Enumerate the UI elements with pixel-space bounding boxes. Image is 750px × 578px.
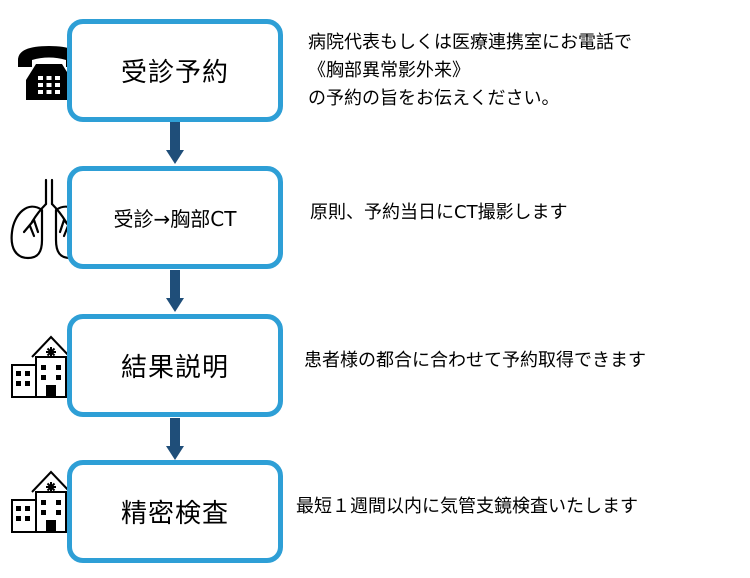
- down-arrow-icon: [166, 270, 184, 312]
- description-line: 最短１週間以内に気管支鏡検査いたします: [296, 496, 638, 517]
- step-box-reservation: 受診予約: [67, 19, 283, 122]
- step-description-detailed-exam: 最短１週間以内に気管支鏡検査いたします: [296, 493, 638, 521]
- description-line: 《胸部異常影外来》: [308, 60, 470, 81]
- description-line: 患者様の都合に合わせて予約取得できます: [304, 350, 646, 371]
- description-line: 原則、予約当日にCT撮影します: [310, 202, 568, 223]
- step-description-reservation: 病院代表もしくは医療連携室にお電話で 《胸部異常影外来》 の予約の旨をお伝えくだ…: [308, 29, 632, 113]
- telephone-icon: [14, 40, 84, 104]
- step-label-ct: 受診→胸部CT: [113, 207, 237, 231]
- step-description-result: 患者様の都合に合わせて予約取得できます: [304, 347, 646, 375]
- down-arrow-icon: [166, 122, 184, 164]
- description-line: 病院代表もしくは医療連携室にお電話で: [308, 32, 632, 53]
- down-arrow-icon: [166, 418, 184, 460]
- step-label-result: 結果説明: [120, 353, 229, 383]
- step-box-result: 結果説明: [67, 314, 283, 417]
- step-box-ct: 受診→胸部CT: [67, 166, 283, 269]
- step-label-detailed-exam: 精密検査: [120, 499, 229, 529]
- step-box-detailed-exam: 精密検査: [67, 460, 283, 563]
- step-description-ct: 原則、予約当日にCT撮影します: [310, 199, 568, 227]
- step-label-reservation: 受診予約: [120, 58, 229, 88]
- description-line: の予約の旨をお伝えください。: [308, 88, 560, 109]
